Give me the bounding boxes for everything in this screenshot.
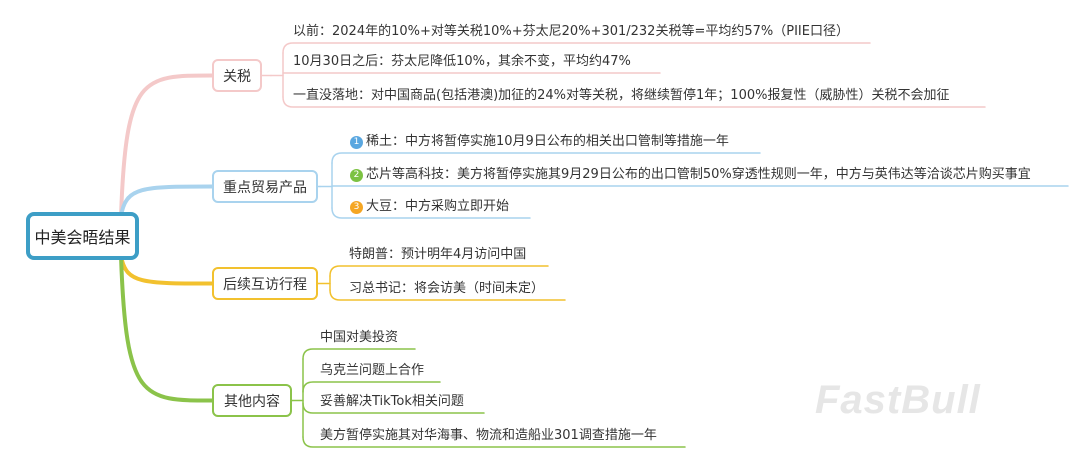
- leaf-soybeans[interactable]: 3 大豆：中方采购立即开始: [350, 198, 509, 216]
- leaf-underline-connector: [331, 152, 761, 164]
- leaf-underline-connector: [302, 436, 686, 448]
- leaf-tiktok[interactable]: 妥善解决TikTok相关问题: [320, 393, 464, 411]
- leaf-underline-connector: [331, 207, 531, 219]
- leaf-underline-connector: [302, 348, 416, 360]
- leaf-text: 特朗普：预计明年4月访问中国: [349, 247, 527, 262]
- watermark-logo: FastBull: [815, 378, 981, 422]
- leaf-text: 美方暂停实施其对华海事、物流和造船业301调查措施一年: [320, 428, 657, 443]
- leaf-underline-connector: [282, 96, 986, 108]
- root-branch-connector: [119, 254, 214, 286]
- leaf-trump-visit[interactable]: 特朗普：预计明年4月访问中国: [349, 246, 526, 264]
- leaf-tariff-not-implemented[interactable]: 一直没落地：对中国商品(包括港澳)加征的24%对等关税，将继续暂停1年；100%…: [293, 87, 949, 105]
- root-node[interactable]: 中美会晤结果: [26, 212, 139, 260]
- leaf-chips-high-tech[interactable]: 2 芯片等高科技：美方将暂停实施其9月29日公布的出口管制50%穿透性规则一年，…: [350, 166, 1031, 184]
- leaf-301-maritime[interactable]: 美方暂停实施其对华海事、物流和造船业301调查措施一年: [320, 427, 657, 445]
- branch-key-trade-products[interactable]: 重点贸易产品: [212, 170, 318, 203]
- branch-follow-up-visits[interactable]: 后续互访行程: [212, 267, 318, 300]
- leaf-text: 习总书记：将会访美（时间未定）: [349, 281, 545, 296]
- root-branch-connector: [119, 184, 214, 218]
- leaf-text: 10月30日之后：芬太尼降低10%，其余不变，平均约47%: [293, 54, 631, 69]
- leaf-tariff-before[interactable]: 以前：2024年的10%+对等关税10%+芬太尼20%+301/232关税等=平…: [293, 23, 849, 41]
- leaf-underline-connector: [282, 42, 871, 54]
- leaf-text: 一直没落地：对中国商品(包括港澳)加征的24%对等关税，将继续暂停1年；100%…: [293, 88, 950, 103]
- root-branch-connector: [119, 254, 214, 403]
- leaf-underline-connector: [329, 265, 549, 277]
- leaf-ukraine-cooperation[interactable]: 乌克兰问题上合作: [320, 362, 424, 380]
- leaf-text: 以前：2024年的10%+对等关税10%+芬太尼20%+301/232关税等=平…: [293, 24, 849, 39]
- leaf-text: 妥善解决TikTok相关问题: [320, 394, 464, 409]
- leaf-text: 大豆：中方采购立即开始: [366, 199, 510, 214]
- leaf-tariff-after-oct30[interactable]: 10月30日之后：芬太尼降低10%，其余不变，平均约47%: [293, 53, 631, 71]
- leaf-text: 芯片等高科技：美方将暂停实施其9月29日公布的出口管制50%穿透性规则一年，中方…: [366, 167, 1031, 182]
- leaf-text: 中国对美投资: [320, 330, 399, 345]
- leaf-china-investment[interactable]: 中国对美投资: [320, 329, 398, 347]
- branch-other-content[interactable]: 其他内容: [212, 384, 292, 417]
- branch-tariffs[interactable]: 关税: [212, 59, 262, 92]
- root-branch-connector: [119, 73, 214, 218]
- leaf-text: 乌克兰问题上合作: [320, 363, 425, 378]
- leaf-xi-visit[interactable]: 习总书记：将会访美（时间未定）: [349, 280, 544, 298]
- leaf-underline-connector: [329, 289, 566, 301]
- leaf-underline-connector: [302, 402, 485, 414]
- priority-3-icon: 3: [350, 200, 363, 214]
- leaf-text: 稀土：中方将暂停实施10月9日公布的相关出口管制等措施一年: [366, 134, 729, 149]
- leaf-underline-connector: [302, 381, 441, 393]
- priority-2-icon: 2: [350, 168, 363, 182]
- leaf-rare-earth[interactable]: 1 稀土：中方将暂停实施10月9日公布的相关出口管制等措施一年: [350, 133, 729, 151]
- priority-1-icon: 1: [350, 135, 363, 149]
